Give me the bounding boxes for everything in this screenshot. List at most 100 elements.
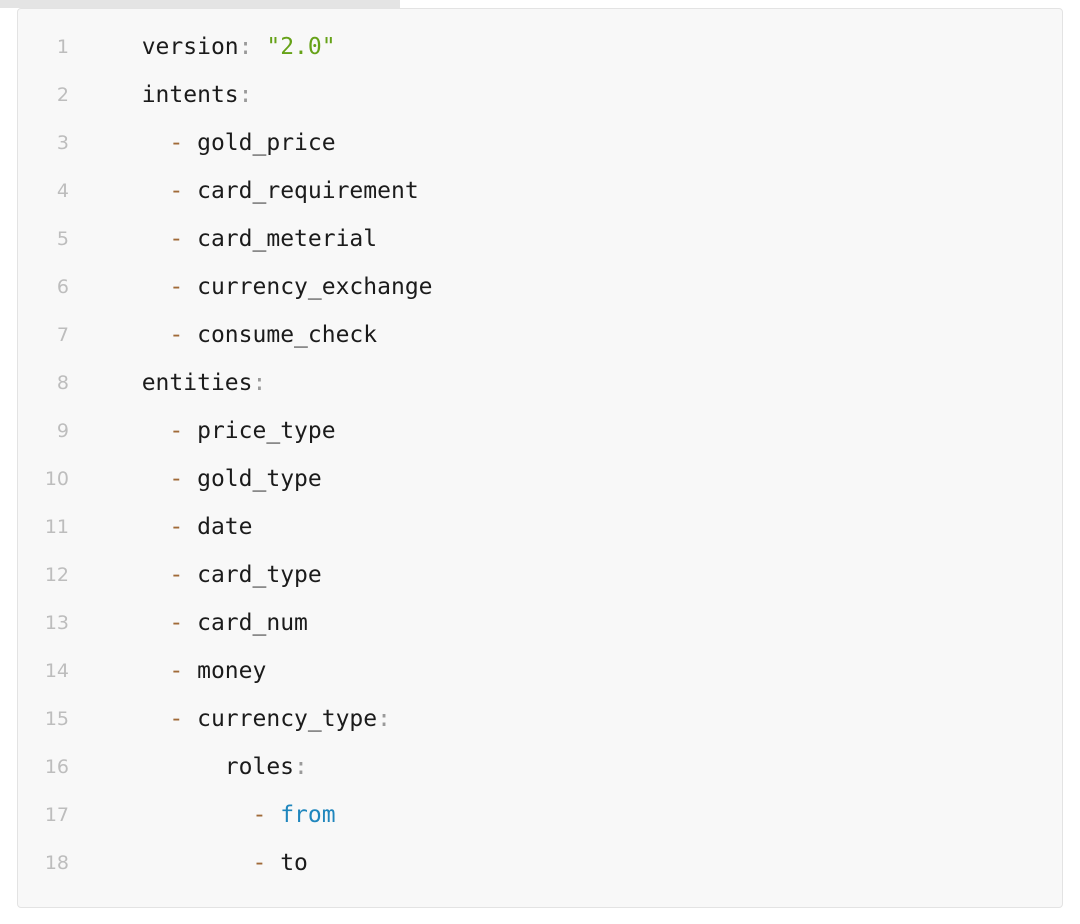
token-dash: - — [169, 274, 184, 300]
code-line[interactable]: 7 - consume_check — [18, 311, 1062, 359]
code-line[interactable]: 3 - gold_price — [18, 119, 1062, 167]
token-plain: consume_check — [197, 322, 378, 348]
code-line[interactable]: 11 - date — [18, 503, 1062, 551]
token-ws — [114, 226, 169, 252]
token-ws — [183, 226, 197, 252]
code-line[interactable]: 10 - gold_type — [18, 455, 1062, 503]
token-ws — [114, 370, 142, 396]
line-number: 5 — [56, 228, 69, 250]
token-ws — [183, 274, 197, 300]
token-plain: gold_price — [197, 130, 336, 156]
token-ws — [183, 610, 197, 636]
token-ws — [114, 178, 169, 204]
token-plain: price_type — [197, 418, 336, 444]
token-ws — [183, 658, 197, 684]
code-line-text[interactable]: - card_requirement — [69, 167, 1062, 215]
code-line[interactable]: 2 intents: — [18, 71, 1062, 119]
code-line-text[interactable]: - from — [69, 791, 1062, 839]
token-ws — [183, 514, 197, 540]
line-number: 14 — [44, 660, 69, 682]
token-ws — [114, 322, 169, 348]
code-line[interactable]: 12 - card_type — [18, 551, 1062, 599]
code-line-text[interactable]: - card_meterial — [69, 215, 1062, 263]
code-line-text[interactable]: - currency_exchange — [69, 263, 1062, 311]
token-ws — [114, 466, 169, 492]
token-ws — [114, 82, 142, 108]
token-dash: - — [252, 802, 267, 828]
code-line-text[interactable]: - to — [69, 839, 1062, 887]
token-ws — [183, 322, 197, 348]
token-string: "2.0" — [266, 34, 336, 60]
code-line-text[interactable]: - gold_price — [69, 119, 1062, 167]
line-number: 3 — [56, 132, 69, 154]
token-dash: - — [169, 610, 184, 636]
code-line[interactable]: 16 roles: — [18, 743, 1062, 791]
code-line[interactable]: 5 - card_meterial — [18, 215, 1062, 263]
token-ws — [266, 802, 280, 828]
line-number: 1 — [56, 36, 69, 58]
token-ws — [114, 610, 169, 636]
token-ws — [183, 466, 197, 492]
token-plain: currency_exchange — [197, 274, 433, 300]
code-line-text[interactable]: - currency_type: — [69, 695, 1062, 743]
token-ws — [114, 514, 169, 540]
code-line-text[interactable]: - money — [69, 647, 1062, 695]
line-number: 17 — [44, 804, 69, 826]
code-line[interactable]: 17 - from — [18, 791, 1062, 839]
token-plain: gold_type — [197, 466, 322, 492]
code-line-text[interactable]: entities: — [69, 359, 1062, 407]
code-line-text[interactable]: roles: — [69, 743, 1062, 791]
token-plain: card_meterial — [197, 226, 378, 252]
code-line[interactable]: 4 - card_requirement — [18, 167, 1062, 215]
code-line[interactable]: 18 - to — [18, 839, 1062, 887]
code-line-text[interactable]: - card_num — [69, 599, 1062, 647]
token-plain: card_num — [197, 610, 308, 636]
token-ws — [114, 706, 169, 732]
token-dash: - — [169, 130, 184, 156]
code-line-text[interactable]: - price_type — [69, 407, 1062, 455]
token-ws — [114, 850, 252, 876]
code-line-text[interactable]: - consume_check — [69, 311, 1062, 359]
token-colon: : — [377, 706, 391, 732]
code-line-text[interactable]: - gold_type — [69, 455, 1062, 503]
line-number: 2 — [56, 84, 69, 106]
line-number: 16 — [44, 756, 69, 778]
code-line[interactable]: 6 - currency_exchange — [18, 263, 1062, 311]
token-key: currency_type — [197, 706, 378, 732]
token-dash: - — [169, 706, 184, 732]
code-line-text[interactable]: - card_type — [69, 551, 1062, 599]
token-key: entities — [141, 370, 253, 396]
token-ws — [183, 178, 197, 204]
line-number: 18 — [44, 852, 69, 874]
code-lines-container[interactable]: 1 version: "2.0"2 intents:3 - gold_price… — [18, 9, 1062, 887]
token-dash: - — [169, 466, 184, 492]
line-number: 7 — [56, 324, 69, 346]
token-kw: from — [280, 802, 336, 828]
line-number: 9 — [56, 420, 69, 442]
code-line-text[interactable]: - date — [69, 503, 1062, 551]
token-ws — [114, 274, 169, 300]
code-line[interactable]: 1 version: "2.0" — [18, 23, 1062, 71]
token-plain: card_type — [197, 562, 322, 588]
token-key: version — [141, 34, 239, 60]
token-plain: to — [280, 850, 308, 876]
token-ws — [183, 706, 197, 732]
code-line-text[interactable]: version: "2.0" — [69, 23, 1062, 71]
line-number: 10 — [44, 468, 69, 490]
token-key: roles — [224, 754, 295, 780]
code-line[interactable]: 8 entities: — [18, 359, 1062, 407]
token-colon: : — [294, 754, 308, 780]
code-line[interactable]: 14 - money — [18, 647, 1062, 695]
token-plain: card_requirement — [197, 178, 419, 204]
token-ws — [114, 658, 169, 684]
token-ws — [183, 562, 197, 588]
line-number: 15 — [44, 708, 69, 730]
token-dash: - — [169, 418, 184, 444]
token-ws — [253, 34, 267, 60]
token-ws — [266, 850, 280, 876]
code-line[interactable]: 9 - price_type — [18, 407, 1062, 455]
line-number: 13 — [44, 612, 69, 634]
code-line[interactable]: 13 - card_num — [18, 599, 1062, 647]
code-line-text[interactable]: intents: — [69, 71, 1062, 119]
code-line[interactable]: 15 - currency_type: — [18, 695, 1062, 743]
